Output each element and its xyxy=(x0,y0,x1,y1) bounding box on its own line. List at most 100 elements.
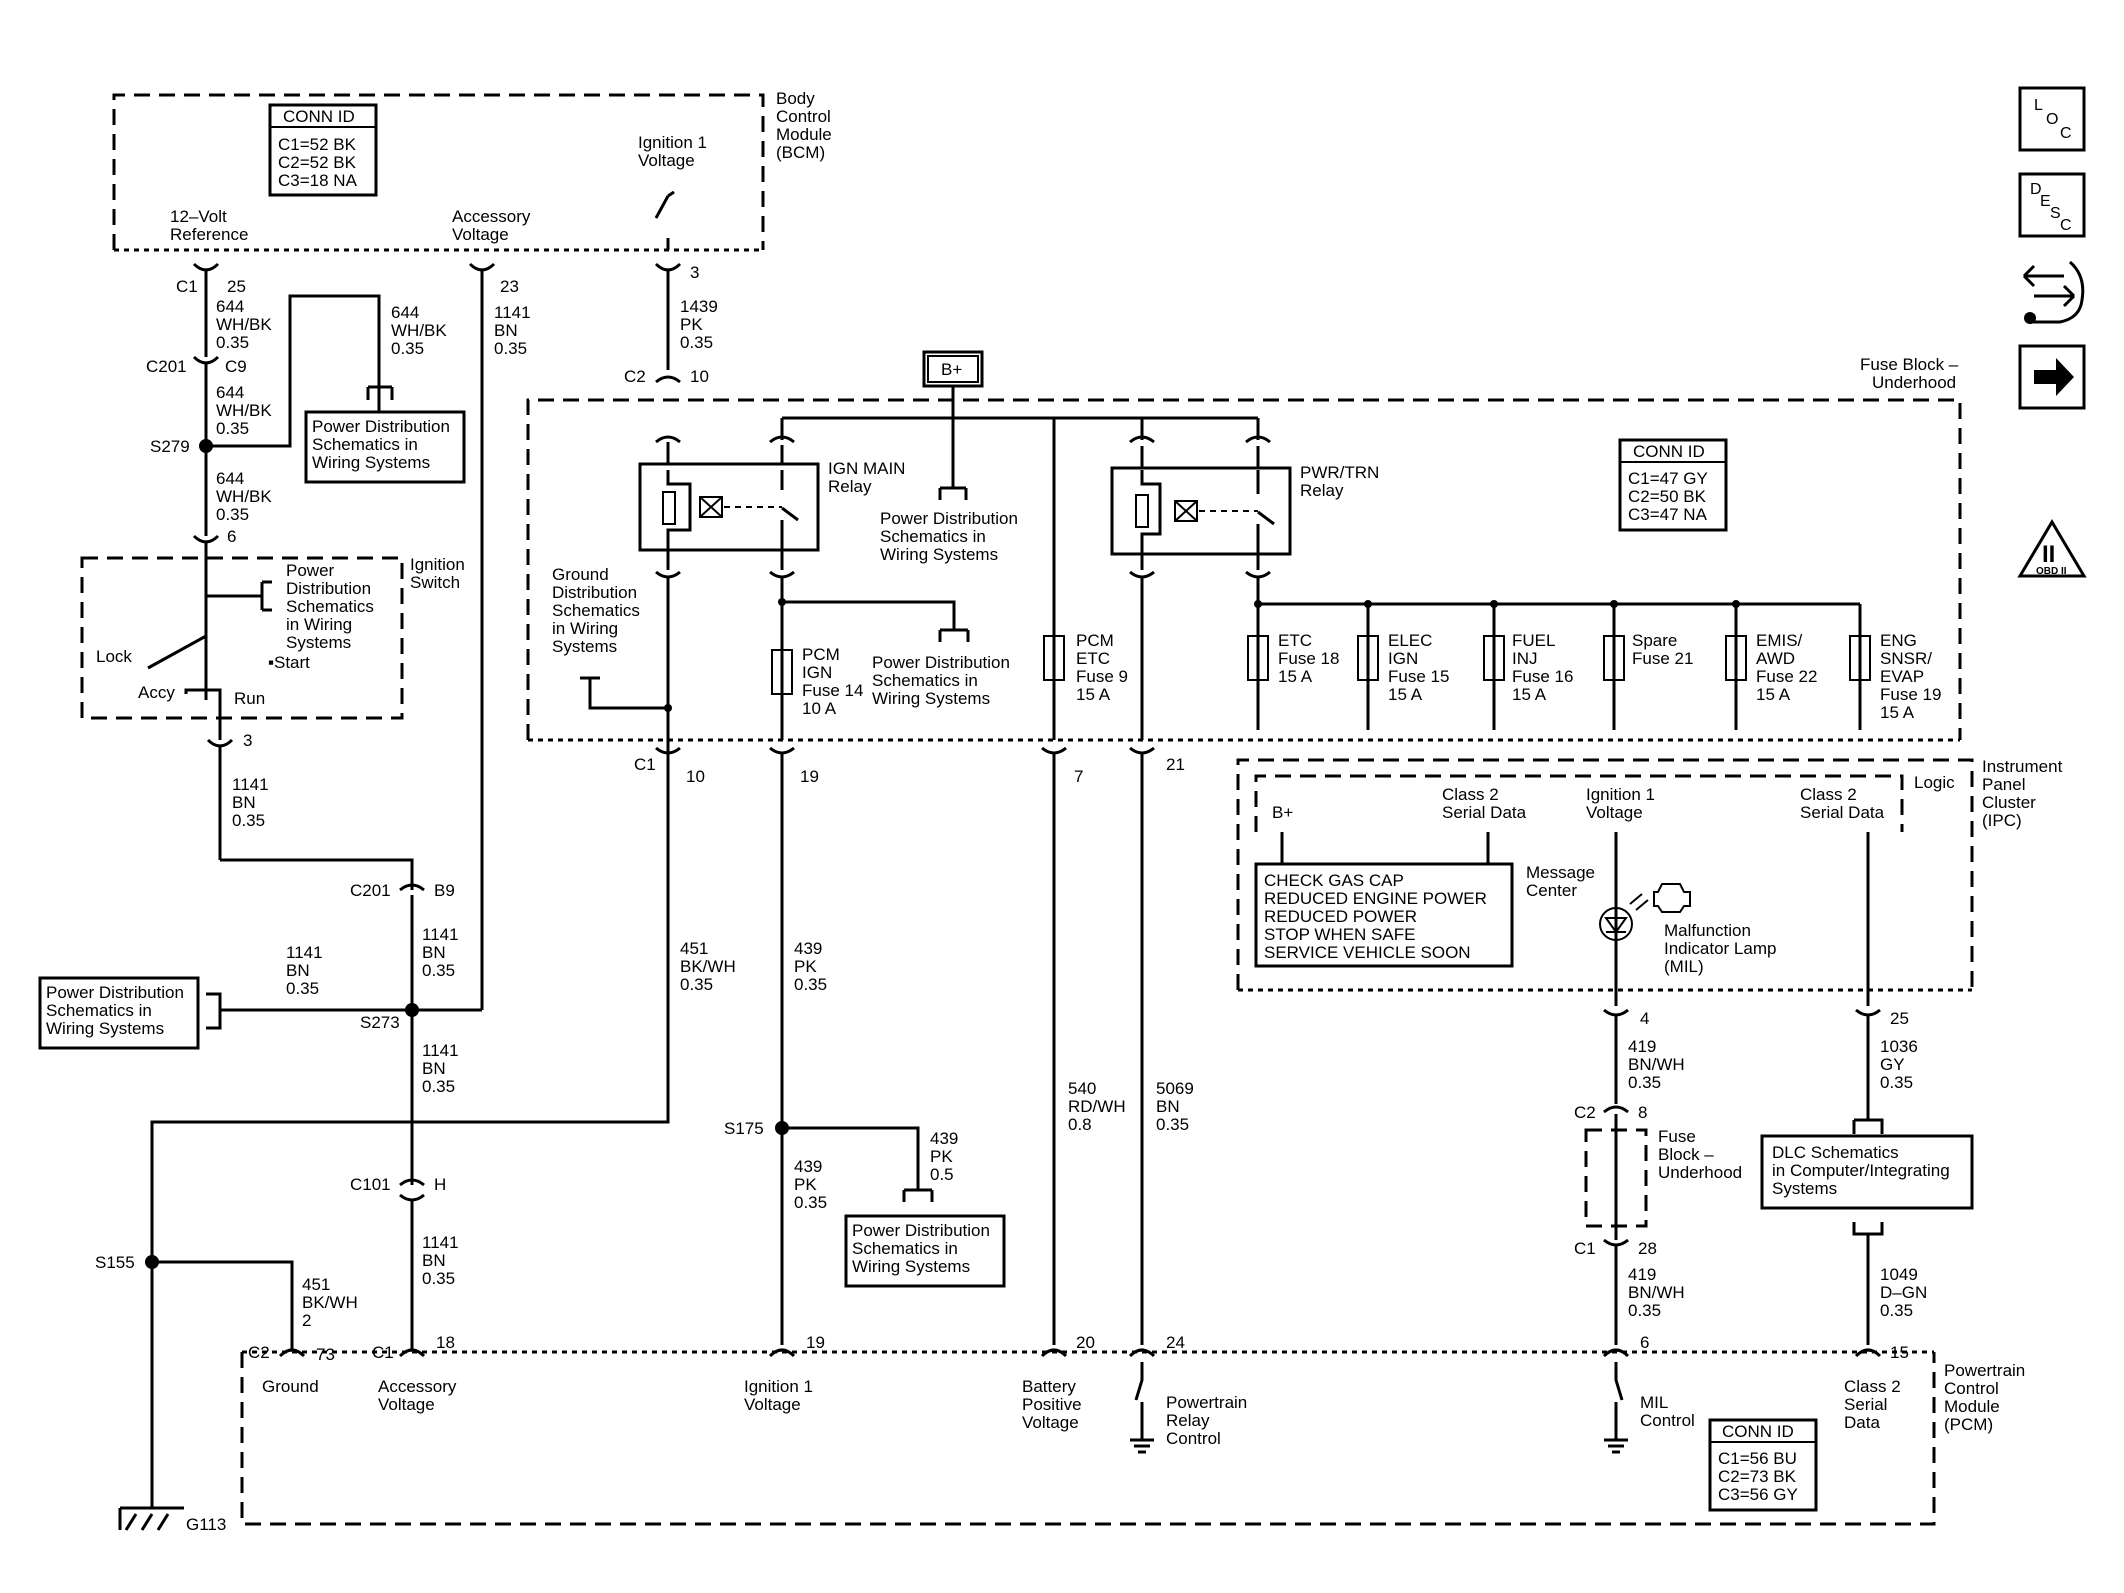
svg-text:Center: Center xyxy=(1526,881,1577,900)
ign-wire-1439: 3 1439 PK 0.35 C2 10 xyxy=(624,262,718,386)
diagnostics-icon[interactable] xyxy=(2022,260,2085,324)
svg-text:C1=47 GY: C1=47 GY xyxy=(1628,469,1708,488)
svg-text:INJ: INJ xyxy=(1512,649,1538,668)
svg-text:Control: Control xyxy=(1166,1429,1221,1448)
svg-text:C3=47 NA: C3=47 NA xyxy=(1628,505,1708,524)
svg-text:C1: C1 xyxy=(1574,1239,1596,1258)
svg-text:15 A: 15 A xyxy=(1756,685,1791,704)
svg-text:Powertrain: Powertrain xyxy=(1166,1393,1247,1412)
engine-icon xyxy=(1653,883,1691,913)
svg-text:BN/WH: BN/WH xyxy=(1628,1283,1685,1302)
svg-text:STOP WHEN SAFE: STOP WHEN SAFE xyxy=(1264,925,1415,944)
svg-text:Spare: Spare xyxy=(1632,631,1677,650)
svg-text:Serial Data: Serial Data xyxy=(1800,803,1885,822)
svg-text:PK: PK xyxy=(794,957,817,976)
svg-text:Class 2: Class 2 xyxy=(1844,1377,1901,1396)
svg-text:C: C xyxy=(2060,125,2072,142)
svg-text:Run: Run xyxy=(234,689,265,708)
svg-text:0.35: 0.35 xyxy=(422,1269,455,1288)
svg-text:0.35: 0.35 xyxy=(1880,1073,1913,1092)
svg-text:Ground: Ground xyxy=(552,565,609,584)
svg-text:0.35: 0.35 xyxy=(216,505,249,524)
svg-text:WH/BK: WH/BK xyxy=(216,401,272,420)
svg-text:IGN: IGN xyxy=(1388,649,1418,668)
svg-text:E: E xyxy=(2040,193,2051,210)
svg-text:C2=52 BK: C2=52 BK xyxy=(278,153,357,172)
svg-text:Fuse 18: Fuse 18 xyxy=(1278,649,1339,668)
svg-text:C3=56 GY: C3=56 GY xyxy=(1718,1485,1798,1504)
svg-text:21: 21 xyxy=(1166,755,1185,774)
svg-text:Ignition 1: Ignition 1 xyxy=(744,1377,813,1396)
svg-text:II: II xyxy=(2042,541,2055,568)
next-arrow-icon[interactable] xyxy=(2018,344,2086,410)
svg-text:Fuse 21: Fuse 21 xyxy=(1632,649,1693,668)
svg-text:Serial Data: Serial Data xyxy=(1442,803,1527,822)
svg-text:Voltage: Voltage xyxy=(452,225,509,244)
svg-text:19: 19 xyxy=(800,767,819,786)
svg-text:IGN: IGN xyxy=(802,663,832,682)
svg-text:Switch: Switch xyxy=(410,573,460,592)
svg-text:23: 23 xyxy=(500,277,519,296)
svg-text:H: H xyxy=(434,1175,446,1194)
loc-icon[interactable]: L O C xyxy=(2018,86,2086,152)
svg-text:AWD: AWD xyxy=(1756,649,1795,668)
svg-text:Message: Message xyxy=(1526,863,1595,882)
svg-text:BN: BN xyxy=(422,943,446,962)
svg-text:EVAP: EVAP xyxy=(1880,667,1924,686)
svg-text:BK/WH: BK/WH xyxy=(680,957,736,976)
svg-text:0.35: 0.35 xyxy=(1628,1073,1661,1092)
svg-text:Cluster: Cluster xyxy=(1982,793,2036,812)
svg-text:Power: Power xyxy=(286,561,335,580)
svg-text:419: 419 xyxy=(1628,1037,1656,1056)
svg-text:1141: 1141 xyxy=(422,925,459,944)
pcm-feed-wires: 439 PK 0.35 S175 439 PK 0.5 439 PK 0.35 … xyxy=(666,754,1194,1345)
svg-text:PK: PK xyxy=(930,1147,953,1166)
ipc-module: Instrument Panel Cluster (IPC) Logic B+ … xyxy=(1236,757,2063,1006)
svg-text:15 A: 15 A xyxy=(1880,703,1915,722)
svg-text:Schematics in: Schematics in xyxy=(312,435,418,454)
svg-text:B9: B9 xyxy=(434,881,455,900)
svg-text:PWR/TRN: PWR/TRN xyxy=(1300,463,1379,482)
svg-text:Panel: Panel xyxy=(1982,775,2025,794)
svg-text:Powertrain: Powertrain xyxy=(1944,1361,2025,1380)
mil-lamp xyxy=(1599,907,1633,941)
svg-text:25: 25 xyxy=(1890,1009,1909,1028)
svg-text:BN: BN xyxy=(1156,1097,1180,1116)
svg-text:15 A: 15 A xyxy=(1076,685,1111,704)
svg-text:Wiring Systems: Wiring Systems xyxy=(852,1257,970,1276)
svg-text:0.8: 0.8 xyxy=(1068,1115,1092,1134)
svg-text:0.35: 0.35 xyxy=(232,811,265,830)
svg-text:Malfunction: Malfunction xyxy=(1664,921,1751,940)
svg-text:ETC: ETC xyxy=(1278,631,1312,650)
bplus-box xyxy=(922,350,984,388)
svg-text:Voltage: Voltage xyxy=(638,151,695,170)
svg-text:▪: ▪ xyxy=(268,653,274,672)
svg-text:0.35: 0.35 xyxy=(794,1193,827,1212)
svg-text:1141: 1141 xyxy=(422,1041,459,1060)
svg-text:BN: BN xyxy=(232,793,256,812)
svg-text:644: 644 xyxy=(216,383,244,402)
svg-text:Wiring Systems: Wiring Systems xyxy=(46,1019,164,1038)
pcm-conn-id xyxy=(1708,1418,1818,1512)
svg-text:0.35: 0.35 xyxy=(680,975,713,994)
svg-text:C1=52 BK: C1=52 BK xyxy=(278,135,357,154)
svg-text:0.35: 0.35 xyxy=(286,979,319,998)
svg-text:Battery: Battery xyxy=(1022,1377,1076,1396)
svg-text:S: S xyxy=(2050,205,2061,222)
svg-text:Block –: Block – xyxy=(1658,1145,1714,1164)
svg-text:(IPC): (IPC) xyxy=(1982,811,2022,830)
svg-text:0.35: 0.35 xyxy=(1156,1115,1189,1134)
svg-text:Accy: Accy xyxy=(138,683,175,702)
svg-text:C201: C201 xyxy=(350,881,391,900)
desc-icon[interactable]: D E S C xyxy=(2018,172,2086,238)
svg-text:0.35: 0.35 xyxy=(216,419,249,438)
svg-text:1049: 1049 xyxy=(1880,1265,1918,1284)
svg-text:Lock: Lock xyxy=(96,647,132,666)
svg-text:439: 439 xyxy=(930,1129,958,1148)
svg-text:Systems: Systems xyxy=(552,637,617,656)
svg-text:0.35: 0.35 xyxy=(1880,1301,1913,1320)
svg-text:Voltage: Voltage xyxy=(1022,1413,1079,1432)
svg-text:20: 20 xyxy=(1076,1333,1095,1352)
svg-text:Accessory: Accessory xyxy=(378,1377,457,1396)
svg-text:24: 24 xyxy=(1166,1333,1185,1352)
